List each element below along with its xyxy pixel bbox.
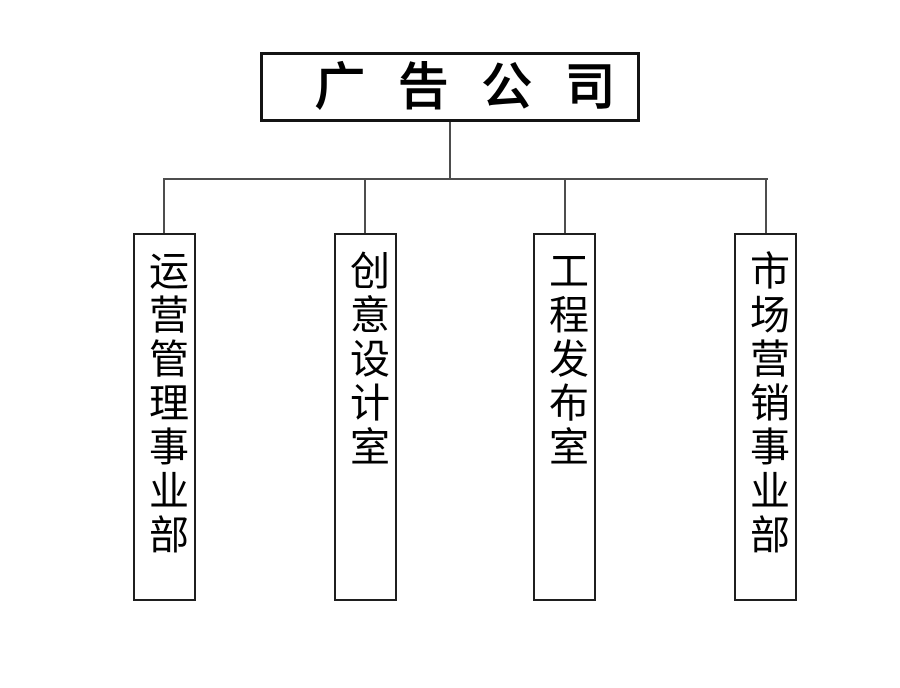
- connector-drop-1: [163, 178, 165, 234]
- department-box-creative-design: 创意设计室: [334, 233, 397, 601]
- department-label-creative-design: 创意设计室: [343, 250, 389, 470]
- connector-horizontal-line: [163, 178, 768, 180]
- department-label-engineering-release: 工程发布室: [542, 250, 588, 470]
- connector-drop-3: [564, 178, 566, 234]
- connector-drop-2: [364, 178, 366, 234]
- company-root-box: 广 告 公 司: [260, 52, 640, 122]
- connector-root-stub: [449, 122, 451, 179]
- department-box-operations: 运营管理事业部: [133, 233, 196, 601]
- department-label-marketing: 市场营销事业部: [743, 250, 789, 558]
- company-root-label: 广 告 公 司: [314, 57, 624, 116]
- department-box-marketing: 市场营销事业部: [734, 233, 797, 601]
- department-label-operations: 运营管理事业部: [142, 250, 188, 558]
- connector-drop-4: [765, 178, 767, 234]
- department-box-engineering-release: 工程发布室: [533, 233, 596, 601]
